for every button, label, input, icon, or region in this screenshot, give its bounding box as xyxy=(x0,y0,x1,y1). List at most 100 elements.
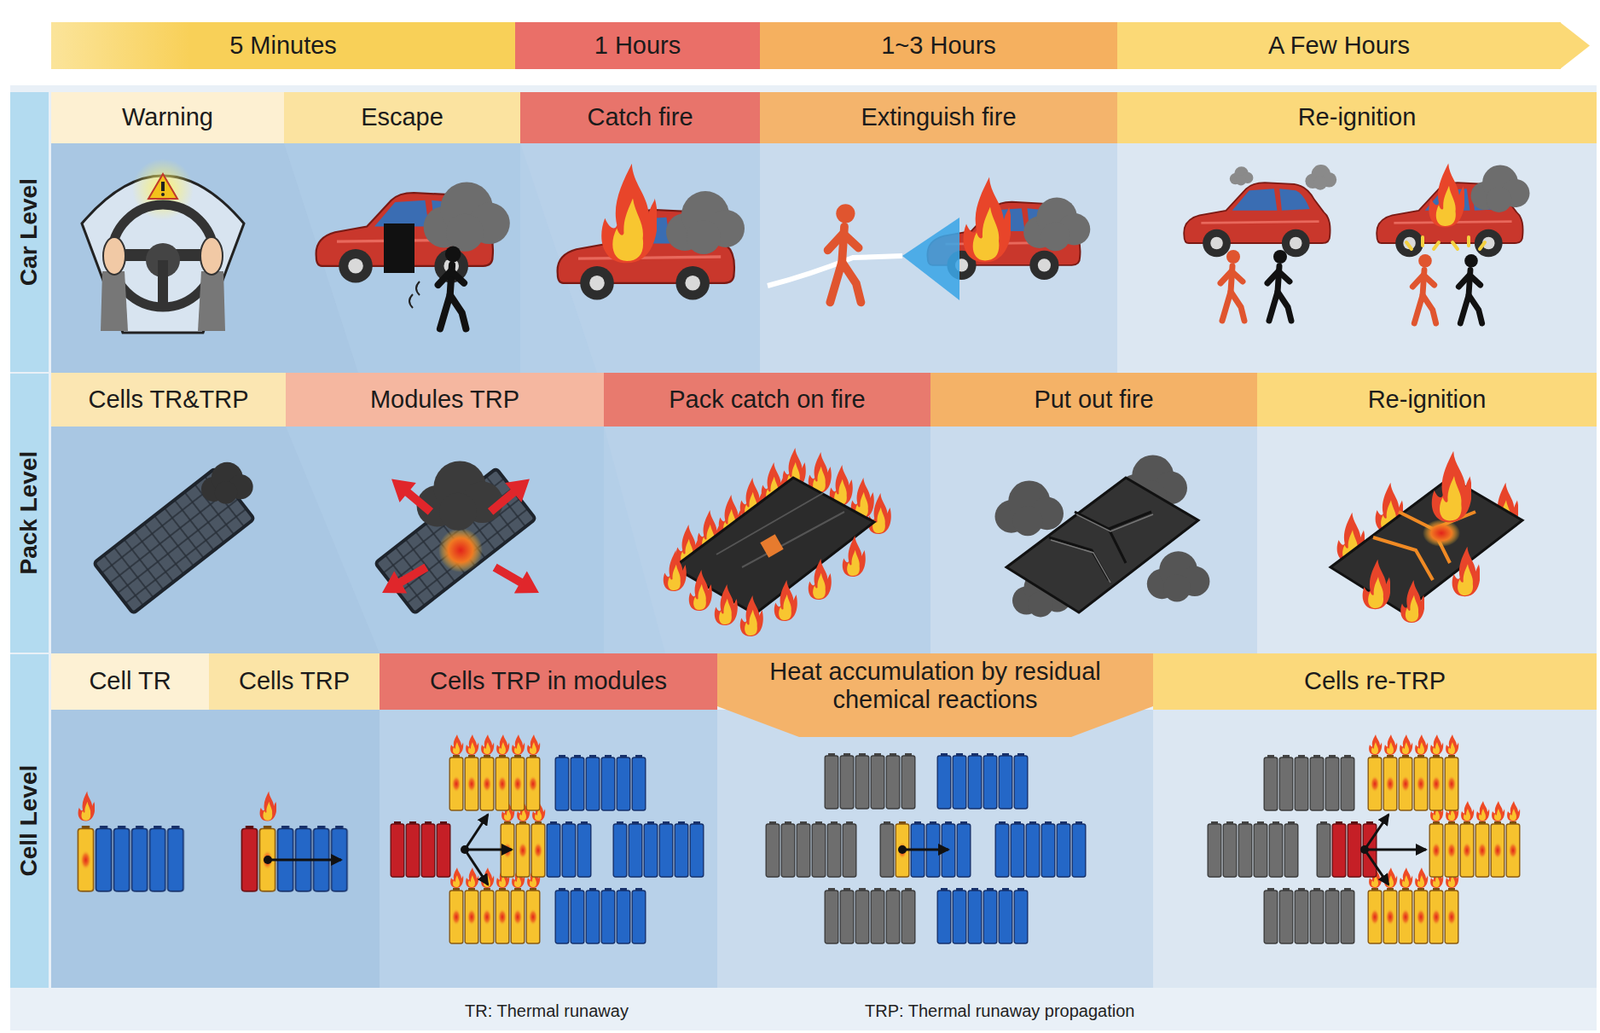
stage-label: Extinguish fire xyxy=(860,103,1016,132)
pack-on-fire xyxy=(714,584,738,626)
steering-wheel-warning xyxy=(81,158,244,333)
stage-label: Heat accumulation by residual chemical r… xyxy=(735,657,1137,715)
re-propagation-modules xyxy=(1263,754,1356,812)
residual-heat-modules xyxy=(879,821,895,878)
re-propagation-modules xyxy=(1364,849,1389,885)
stage-label: Cells TRP xyxy=(238,666,350,696)
level-label: Cell Level xyxy=(15,765,43,877)
panel-ground xyxy=(10,85,1597,1031)
steering-wheel-warning xyxy=(197,271,226,331)
pack-reignition xyxy=(1431,451,1473,522)
cell-thermal-runaway xyxy=(76,825,185,893)
trapezoid-header-shape xyxy=(717,653,1154,737)
steering-wheel-warning xyxy=(103,237,126,275)
time-label: 5 Minutes xyxy=(229,31,337,60)
reignition-scene xyxy=(1458,254,1482,324)
panel-ground xyxy=(930,426,1258,654)
stage-header: Cells TRP in modules xyxy=(379,653,718,710)
residual-heat-modules xyxy=(902,848,949,852)
module-propagation xyxy=(612,821,705,878)
cell-thermal-runaway xyxy=(94,825,185,893)
stage-header: Cell TR xyxy=(51,653,209,710)
stage-label: Escape xyxy=(360,103,444,132)
pack-reignition xyxy=(1330,451,1523,623)
steering-wheel-warning xyxy=(157,260,169,308)
module-propagation xyxy=(554,887,647,945)
residual-heat-modules xyxy=(936,887,1029,945)
stage-label: Re-ignition xyxy=(1368,385,1487,414)
module-propagation xyxy=(545,821,592,878)
pack-on-fire xyxy=(673,477,875,615)
re-propagation-modules xyxy=(1206,734,1521,945)
burning-car xyxy=(557,163,745,301)
pack-reignition xyxy=(1400,579,1425,623)
residual-heat-modules xyxy=(823,753,916,810)
level-strip: Car Level xyxy=(10,92,49,373)
panel-ground xyxy=(285,426,666,654)
residual-heat-modules xyxy=(765,753,1087,945)
panel-ground xyxy=(10,92,49,372)
module-propagation xyxy=(464,849,488,885)
module-propagation xyxy=(554,754,647,812)
level-label: Car Level xyxy=(15,178,43,286)
firefighting-scene xyxy=(962,177,1011,263)
firefighting-scene xyxy=(828,203,862,302)
re-propagation-modules xyxy=(1206,821,1299,878)
stage-header: Heat accumulation by residual chemical r… xyxy=(717,653,1154,737)
pack-on-fire xyxy=(808,558,832,600)
pack-on-fire xyxy=(759,533,783,557)
panel-ground xyxy=(717,709,1154,988)
reignition-scene xyxy=(1412,254,1436,324)
residual-heat-modules xyxy=(994,821,1087,878)
reignition-scene xyxy=(1471,165,1531,214)
stage-label: Cells TRP in modules xyxy=(429,666,667,696)
re-propagation-modules xyxy=(1367,887,1460,945)
timeline-segment: 5 Minutes xyxy=(51,22,516,70)
panel-ground xyxy=(51,709,380,988)
reignition-scene xyxy=(1229,166,1254,186)
panel-ground xyxy=(10,373,49,653)
escape-car xyxy=(383,223,415,273)
timeline-segment: A Few Hours xyxy=(1117,22,1561,70)
pack-reignition xyxy=(1452,546,1481,597)
re-propagation-modules xyxy=(1315,821,1332,878)
battery-pack-propagation xyxy=(417,460,504,530)
battery-pack xyxy=(93,462,255,614)
battery-pack-propagation xyxy=(488,556,546,604)
reignition-scene xyxy=(1183,182,1330,257)
battery-pack-propagation xyxy=(376,556,434,604)
module-propagation xyxy=(464,848,512,852)
stage-header: Escape xyxy=(284,92,521,144)
level-band: Car LevelWarningEscapeCatch fireExtingui… xyxy=(10,92,1597,373)
pack-on-fire xyxy=(774,579,798,621)
level-label: Pack Level xyxy=(15,451,43,575)
stage-header: Modules TRP xyxy=(285,372,604,427)
pack-on-fire xyxy=(842,535,866,577)
stage-label: Cells re-TRP xyxy=(1304,666,1446,696)
firefighting-scene xyxy=(767,177,1090,303)
pack-extinguished xyxy=(995,481,1065,537)
module-propagation xyxy=(464,814,488,850)
residual-heat-modules xyxy=(765,821,858,878)
stage-header: Extinguish fire xyxy=(759,92,1118,144)
timeline-segment: 1 Hours xyxy=(515,22,760,70)
pack-on-fire xyxy=(689,569,713,611)
steering-wheel-warning xyxy=(161,192,165,197)
re-propagation-modules xyxy=(1364,848,1427,852)
stage-label: Warning xyxy=(121,103,214,132)
battery-pack-propagation xyxy=(481,469,538,522)
stage-label: Cell TR xyxy=(88,666,171,696)
steering-wheel-warning xyxy=(200,237,223,275)
burning-car xyxy=(601,163,658,264)
cells-propagation xyxy=(260,791,278,822)
residual-heat-modules xyxy=(936,753,1029,810)
stage-label: Put out fire xyxy=(1033,385,1154,414)
pack-reignition xyxy=(1362,559,1392,609)
reignition-scene xyxy=(1220,249,1245,321)
stage-header: Cells re-TRP xyxy=(1153,653,1597,710)
module-propagation xyxy=(448,754,541,812)
module-propagation xyxy=(448,887,541,945)
cells-propagation xyxy=(267,858,342,862)
pack-reignition xyxy=(1330,477,1523,613)
